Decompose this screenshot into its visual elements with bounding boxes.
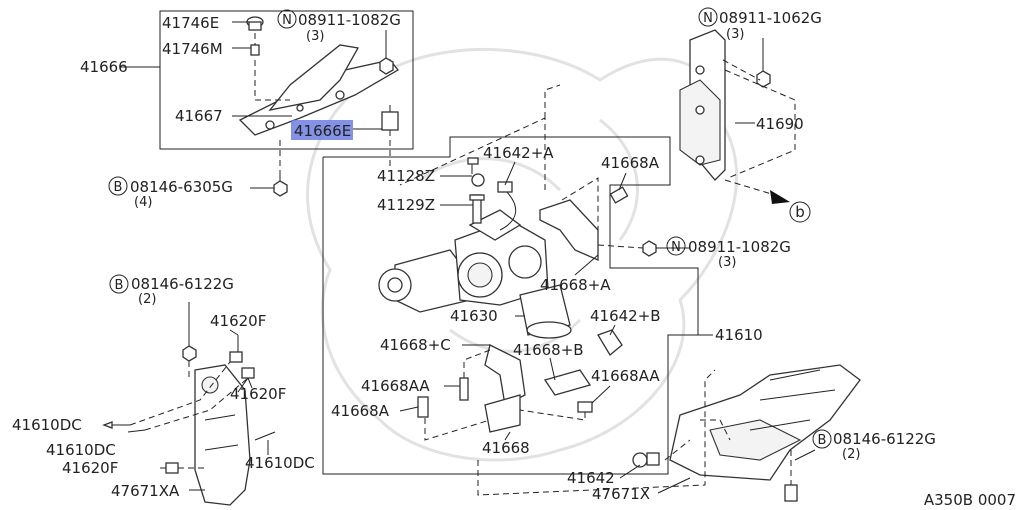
label-bolt-code-1: 08146-6305G [130,178,233,196]
bracket-41668+B [543,369,592,396]
label-41630: 41630 [450,307,498,325]
bolt-08146-6305G [250,170,288,197]
nut-08911-1082G-top [379,30,394,75]
label-41666E: 41666E [294,122,351,140]
bolt-letter-2: B [115,278,124,293]
label-41668AA-right: 41668AA [591,367,660,385]
clip-41620F-top [229,351,243,363]
collar-41746M [250,44,260,56]
label-41667: 41667 [175,107,223,125]
screw-41610DC [102,421,276,441]
bolt-41668AA-right [577,401,593,413]
canister-41630 [519,284,572,339]
grommet-41746E [246,16,264,31]
label-41129Z: 41129Z [377,196,435,214]
highlight-41666E [291,120,353,140]
label-bolt-code-2: 08146-6122G [131,275,234,293]
stud-bolt-41666E [381,105,399,168]
label-41690: 41690 [756,115,804,133]
label-41668AA-left: 41668AA [361,377,430,395]
label-41642: 41642 [567,469,615,487]
bolt-41129Z [469,194,485,224]
bolt-41668AA-left [459,377,469,401]
label-nut-qty-2: (3) [726,27,744,42]
label-41746M: 41746M [162,40,223,58]
label-nut-code-3: 08911-1082G [688,238,791,256]
nut-letter-3: N [671,240,681,255]
bolt-08146-6122G-left [182,302,197,362]
label-41666: 41666 [80,58,128,76]
label-41668A-left: 41668A [331,402,390,420]
bracket-41668+A [539,199,599,261]
hose-41642A [497,181,517,231]
clip-41642 [632,452,660,468]
label-nut-qty-1: (3) [306,29,324,44]
cover-47671X [669,364,861,481]
diagram-id: A350B 0007 [924,491,1016,509]
label-47671X: 47671X [592,485,650,503]
cover-47671XA [194,364,251,506]
nut-symbol-3 [666,236,686,256]
label-41610DC-1: 41610DC [12,416,82,434]
label-41620F-top: 41620F [210,312,266,330]
label-41610: 41610 [715,326,763,344]
bracket-41690 [679,29,755,181]
nut-08911-1062G [756,38,771,88]
ref-circle-b [789,201,811,223]
label-41668pA: 41668+A [540,276,611,294]
ref-b-letter: b [795,203,805,221]
bolt-letter-1: B [114,180,123,195]
bolt-08146-6122G-right [784,450,798,502]
label-bolt-code-3: 08146-6122G [833,430,936,448]
nut-letter-1: N [282,13,292,28]
bolt-41668A [609,186,629,204]
bolt-letter-3: B [818,433,827,448]
nut-letter-2: N [703,11,713,26]
clip-41128Z [467,157,485,187]
label-bolt-qty-1: (4) [134,195,152,210]
label-41642A: 41642+A [483,144,554,162]
label-41668A: 41668A [601,154,660,172]
label-nut-code-1: 08911-1082G [298,11,401,29]
label-41610DC-2: 41610DC [46,441,116,459]
label-41642B: 41642+B [590,307,661,325]
label-bolt-qty-2: (2) [138,292,156,307]
label-41668C: 41668+C [380,336,451,354]
bolt-symbol-1 [108,176,128,196]
label-41128Z: 41128Z [377,167,435,185]
label-41610DC-3: 41610DC [245,454,315,472]
nut-symbol-2 [698,7,718,27]
nut-symbol-1 [277,9,297,29]
bolt-symbol-3 [812,429,832,449]
nut-08911-1082G-mid [642,240,690,257]
bracket-assembly-frame [159,10,414,150]
label-nut-code-2: 08911-1062G [719,9,822,27]
bracket-41668 [484,394,521,433]
bolt-symbol-2 [109,274,129,294]
clamp-41642B [597,329,623,356]
bolt-41668A-left [417,396,429,418]
label-41746E: 41746E [162,14,219,32]
label-41620F-bottom: 41620F [62,459,118,477]
actuator-assembly [378,209,549,313]
clip-41620F-mid [241,367,255,379]
label-47671XA: 47671XA [111,482,180,500]
label-41620F-mid: 41620F [230,385,286,403]
label-nut-qty-3: (3) [718,255,736,270]
label-bolt-qty-3: (2) [842,447,860,462]
arrow-to-b [770,190,790,204]
clip-41620F-bottom [165,462,179,474]
label-41668B: 41668+B [513,341,584,359]
label-41668: 41668 [482,439,530,457]
